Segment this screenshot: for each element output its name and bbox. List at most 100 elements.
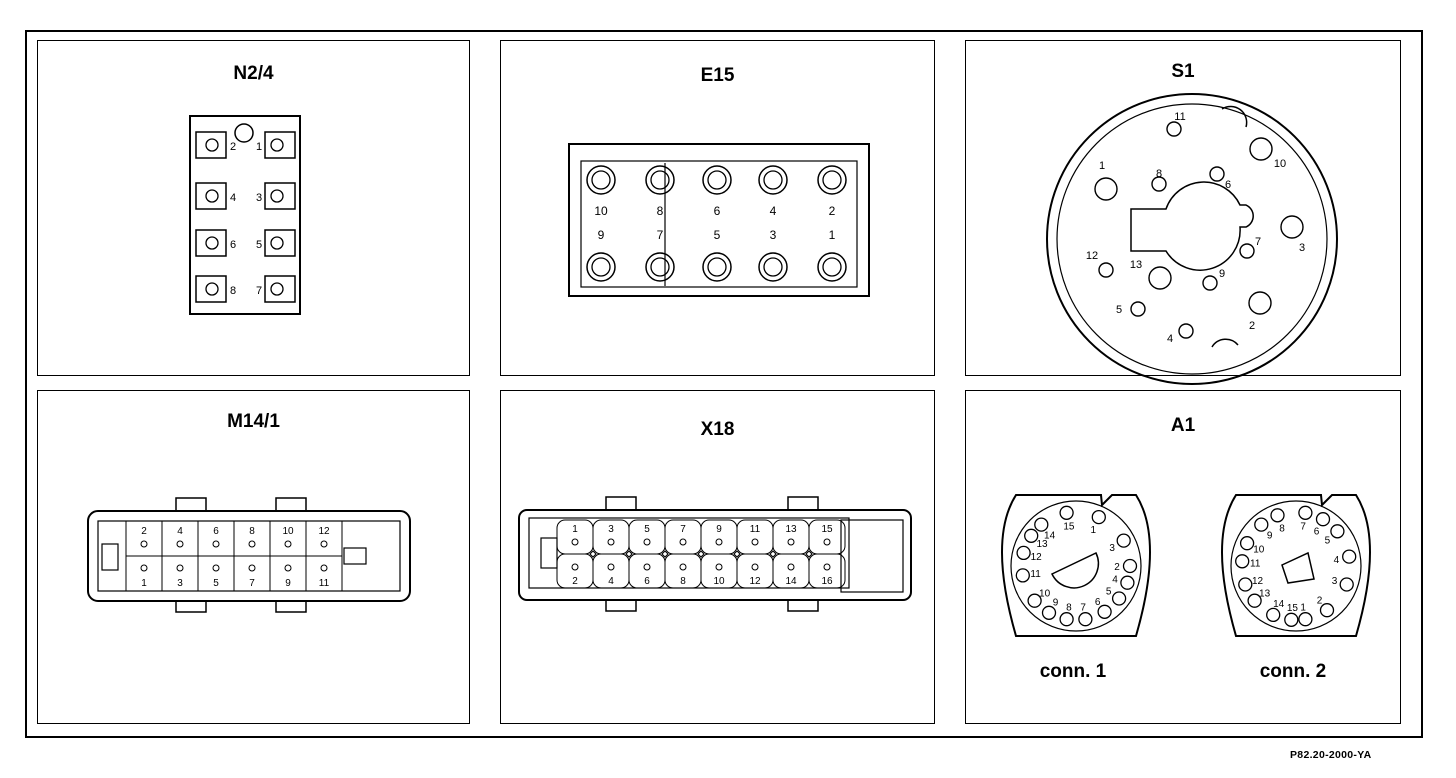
pin-label: 5 [644, 524, 650, 535]
socket-outer [702, 252, 732, 282]
socket-outer [817, 165, 847, 195]
pin-hole [1094, 177, 1118, 201]
pin-hole [751, 563, 759, 571]
pin-label: 1 [1300, 602, 1306, 613]
pin-label: 10 [594, 204, 608, 218]
pin-hole [715, 563, 723, 571]
socket-outer [645, 252, 675, 282]
pin-label: 10 [1274, 158, 1286, 170]
pin-hole [1342, 549, 1357, 564]
socket-outer [586, 252, 616, 282]
pin-label: 6 [1095, 597, 1101, 608]
pin-hole [1298, 612, 1313, 627]
outer-ring [1046, 93, 1338, 385]
pin-hole [1116, 533, 1131, 548]
pin-label: 5 [714, 228, 721, 242]
pin-hole [1041, 605, 1057, 620]
pin-label: 15 [821, 524, 833, 535]
pin-hole [205, 138, 219, 152]
pin-hole [607, 563, 615, 571]
pin-hole [823, 538, 831, 546]
pin-hole [1097, 604, 1112, 619]
pin-hole [1015, 568, 1030, 583]
center-key-slot [1130, 181, 1254, 271]
pin-label: 2 [1317, 596, 1323, 607]
conn-1-shell [1001, 494, 1151, 637]
pin-label: 6 [213, 526, 219, 537]
pin-hole [1330, 524, 1345, 539]
cavity [305, 555, 343, 592]
socket-hole [707, 170, 727, 190]
pin-hole [571, 563, 579, 571]
pin-hole [1247, 593, 1262, 608]
terminal-box [195, 182, 227, 210]
pin-label: 1 [256, 141, 262, 153]
pin-label: 2 [829, 204, 836, 218]
pin-hole [1166, 121, 1182, 137]
pin-hole [1202, 275, 1218, 291]
pin-hole [1254, 517, 1269, 532]
pin-label: 11 [1250, 558, 1261, 569]
socket-outer [758, 165, 788, 195]
socket-hole [591, 170, 611, 190]
pin-hole [823, 563, 831, 571]
pin-hole [679, 538, 687, 546]
pin-hole [1249, 137, 1273, 161]
pin-hole [1148, 266, 1172, 290]
pin-hole [1120, 575, 1135, 590]
pin-label: 13 [1036, 539, 1048, 550]
pin-label: 12 [1086, 250, 1098, 262]
pin-hole [176, 564, 184, 572]
pin-hole [643, 538, 651, 546]
pin-label: 7 [680, 524, 686, 535]
pin-hole [1027, 593, 1042, 608]
pin-hole [205, 282, 219, 296]
pin-hole [1248, 291, 1272, 315]
pin-label: 4 [230, 192, 236, 204]
figure-reference: P82.20-2000-YA [1290, 749, 1372, 761]
pin-label: 11 [1030, 569, 1041, 580]
terminal-box [264, 131, 296, 159]
pin-label: 6 [714, 204, 721, 218]
pin-label: 2 [141, 526, 147, 537]
separator-diamond [625, 550, 633, 558]
socket-hole [591, 257, 611, 277]
pin-hole [1235, 554, 1250, 569]
socket-hole [763, 170, 783, 190]
pin-hole [1238, 577, 1253, 592]
pin-label: 1 [1099, 160, 1105, 172]
pin-hole [1111, 591, 1127, 606]
pin-hole [1178, 323, 1194, 339]
conn-2-center-key [1281, 551, 1315, 584]
panel-title-m14-1: M14/1 [227, 411, 280, 432]
pin-label: 9 [598, 228, 605, 242]
diagram-frame [25, 30, 1423, 738]
pin-hole [1284, 612, 1299, 627]
conn-1-center-key [1050, 551, 1100, 589]
key-notch-bottom [1211, 338, 1239, 348]
separator-diamond [661, 550, 669, 558]
pin-label: 11 [750, 524, 761, 535]
pin-label: 12 [1252, 576, 1264, 587]
inner-frame [580, 160, 858, 288]
pin-label: 6 [1314, 527, 1320, 538]
conn-2-label: conn. 2 [1260, 661, 1327, 682]
keying-hole [234, 123, 254, 143]
pin-label: 14 [1044, 531, 1056, 542]
pin-label: 11 [319, 578, 330, 589]
pin-label: 12 [318, 526, 330, 537]
pin-label: 9 [285, 578, 291, 589]
pin-hole [320, 540, 328, 548]
pin-label: 3 [770, 228, 777, 242]
pin-label: 8 [680, 576, 686, 587]
pin-label: 7 [657, 228, 664, 242]
pin-hole [212, 564, 220, 572]
pin-label: 11 [1174, 111, 1185, 123]
pin-hole [1239, 243, 1255, 259]
pin-hole [1266, 607, 1281, 623]
pin-label: 7 [256, 285, 262, 297]
connector-a1-drawing: 1234567891011121314151234567891011121314… [1001, 494, 1371, 682]
socket-outer [817, 252, 847, 282]
